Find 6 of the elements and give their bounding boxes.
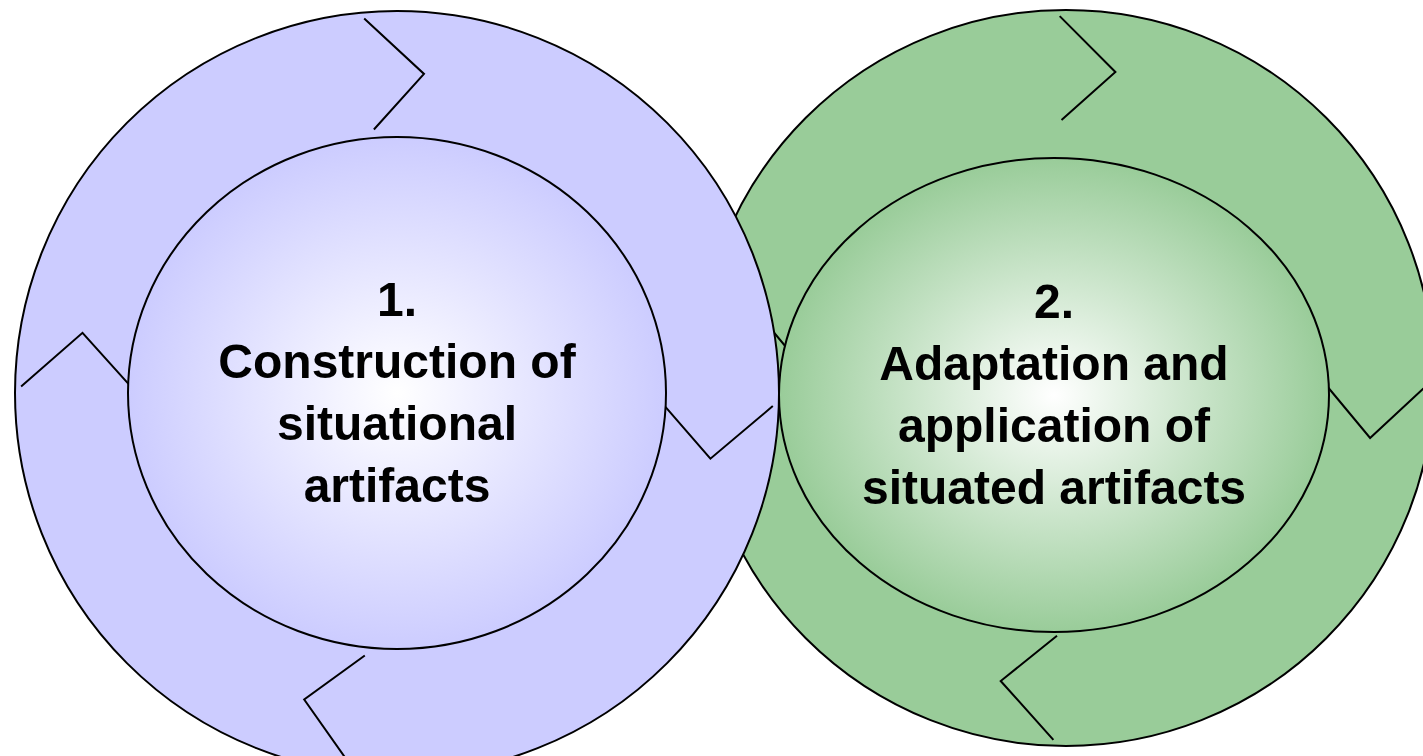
step-title: Construction of situational artifacts	[217, 334, 577, 514]
step-number: 2.	[1034, 274, 1074, 330]
step-number: 1.	[377, 272, 417, 328]
process-circle	[127, 136, 667, 650]
step-title: Adaptation and application of situated artifacts	[860, 336, 1248, 516]
process-circle	[778, 157, 1330, 633]
